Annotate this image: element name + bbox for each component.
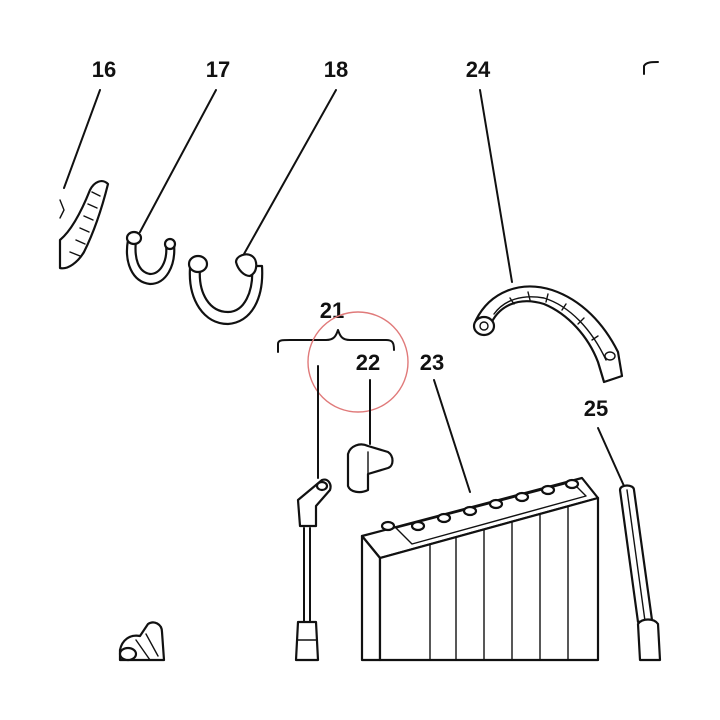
part-24-strap-bracket[interactable] [472,285,624,384]
part-18-large-clamp[interactable] [187,253,264,326]
callout-16: 16 [92,57,116,82]
part-25-vent-tube[interactable] [618,484,662,662]
leader-18 [243,89,337,255]
part-21-cable[interactable] [294,478,332,662]
callout-24: 24 [466,57,491,82]
highlight-circle [307,311,409,413]
part-16-strap[interactable] [58,180,110,270]
part-17-small-clamp[interactable] [125,230,177,286]
partial-mark [643,61,659,75]
leader-23 [433,379,471,493]
part-22-terminal-cap[interactable] [346,443,394,494]
partial-connector-part[interactable] [118,621,166,662]
leader-17 [139,89,217,233]
callout-22: 22 [356,350,380,375]
group-bracket-21 [277,329,395,353]
leader-25 [597,427,625,487]
part-23-battery[interactable] [360,476,600,662]
leader-16 [63,89,101,189]
leader-24 [479,89,513,283]
callout-25: 25 [584,396,608,421]
callout-17: 17 [206,57,230,82]
callout-23: 23 [420,350,444,375]
callout-18: 18 [324,57,348,82]
